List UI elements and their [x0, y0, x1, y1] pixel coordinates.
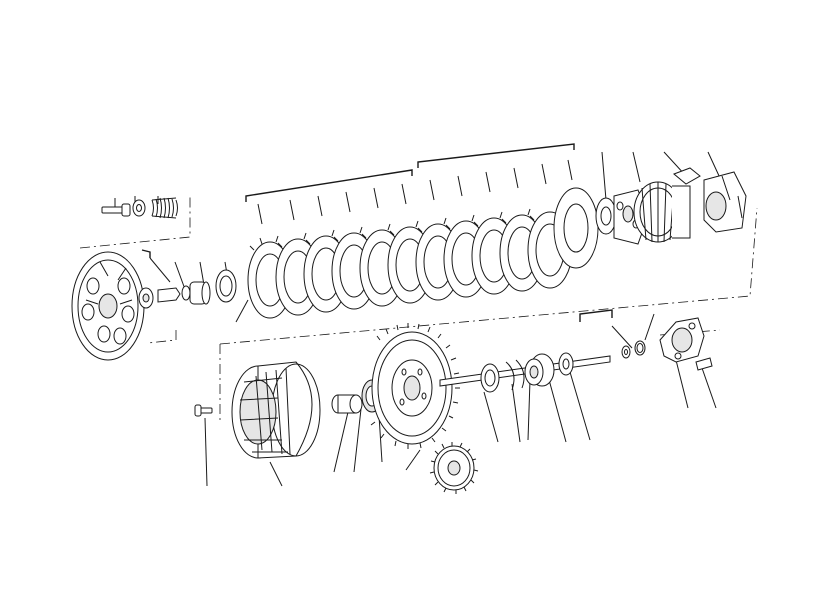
spring [151, 197, 178, 219]
screw [194, 404, 213, 417]
o-ring [634, 340, 646, 356]
bearing [524, 353, 555, 387]
assembly-axis-lines [79, 195, 758, 420]
spring-cup [138, 287, 154, 309]
group-brackets [141, 143, 613, 322]
small-gear [429, 442, 479, 494]
spacer-ring [215, 269, 237, 303]
clutch-basket [231, 361, 321, 459]
spacer [558, 352, 574, 376]
pushrod-tip [157, 281, 211, 305]
snap-ring [621, 345, 631, 359]
leader-ticks [257, 159, 573, 225]
slave-cylinder-housing [673, 167, 747, 233]
clutch-disc-pack [247, 159, 599, 319]
bolt [101, 203, 131, 217]
seal-ring [505, 359, 525, 391]
bearing [480, 363, 500, 393]
clutch-drum [633, 181, 691, 243]
bushing [331, 394, 363, 414]
primary-gear [370, 323, 460, 449]
clutch-disc [553, 187, 599, 269]
pressure-plate [71, 251, 145, 361]
washer [132, 199, 146, 217]
slave-cylinder [659, 317, 713, 371]
